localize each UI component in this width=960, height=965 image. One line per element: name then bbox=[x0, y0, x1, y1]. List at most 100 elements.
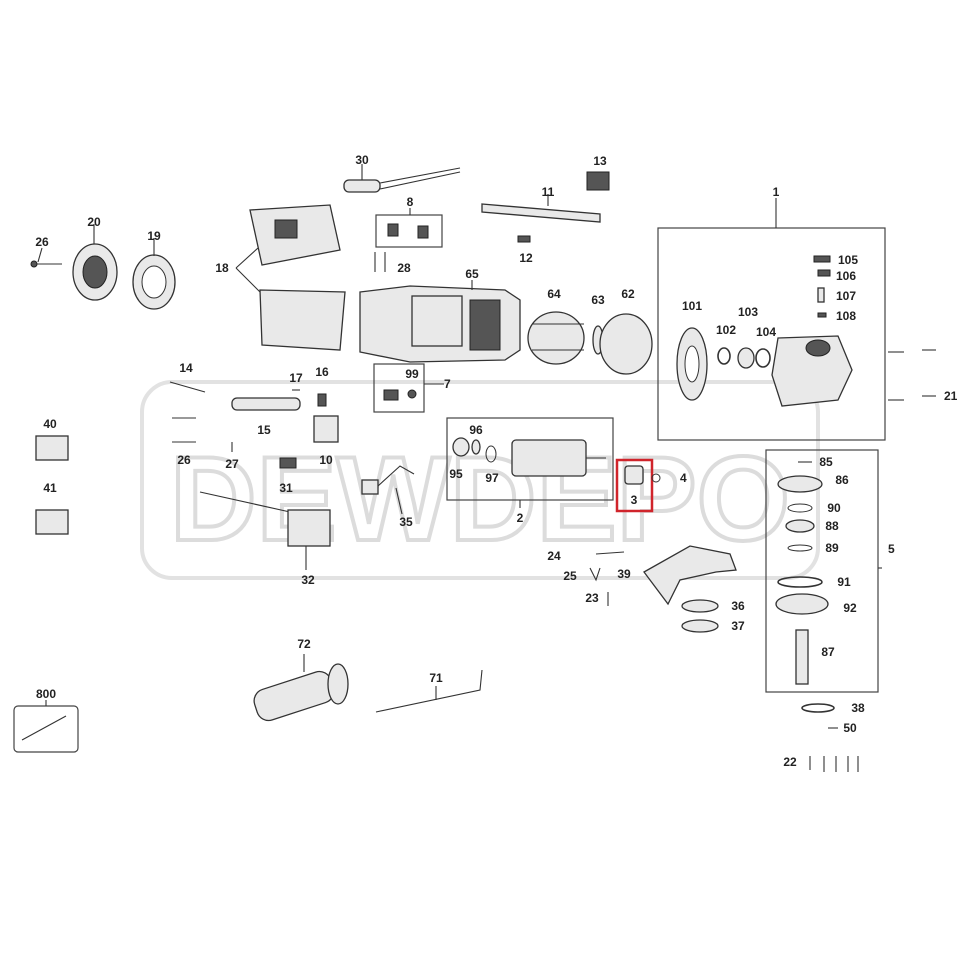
part-38-ring bbox=[801, 703, 835, 713]
part-41-label bbox=[35, 509, 69, 535]
label-105: 105 bbox=[838, 253, 858, 267]
part-64-armature bbox=[527, 311, 585, 365]
label-7: 7 bbox=[444, 377, 451, 391]
part-19-bearing-cover bbox=[132, 254, 176, 310]
label-87: 87 bbox=[821, 645, 835, 659]
part-71-hex-key bbox=[375, 669, 483, 713]
label-86: 86 bbox=[835, 473, 849, 487]
label-10: 10 bbox=[319, 453, 333, 467]
label-31: 31 bbox=[279, 481, 293, 495]
part-37-nut bbox=[681, 619, 719, 633]
label-30: 30 bbox=[355, 153, 369, 167]
part-21-screws bbox=[888, 349, 936, 401]
group-box-7 bbox=[373, 363, 425, 413]
part-31-clip bbox=[279, 457, 297, 469]
label-96: 96 bbox=[469, 423, 483, 437]
label-28: 28 bbox=[397, 261, 411, 275]
part-101-fan bbox=[676, 327, 708, 401]
part-102-clip bbox=[717, 347, 731, 365]
label-5: 5 bbox=[888, 542, 895, 556]
part-91-ring bbox=[777, 576, 823, 588]
part-20-end-cap bbox=[72, 243, 118, 301]
label-1: 1 bbox=[773, 185, 780, 199]
label-97: 97 bbox=[485, 471, 499, 485]
label-35: 35 bbox=[399, 515, 413, 529]
label-23: 23 bbox=[585, 591, 599, 605]
part-12-spring bbox=[517, 235, 531, 243]
label-90: 90 bbox=[827, 501, 841, 515]
part-36-flange bbox=[681, 599, 719, 613]
label-108: 108 bbox=[836, 309, 856, 323]
part-88-bearing bbox=[785, 519, 815, 533]
label-92: 92 bbox=[843, 601, 857, 615]
part-14-pin bbox=[169, 381, 206, 393]
part-90-ring bbox=[787, 503, 813, 513]
label-101: 101 bbox=[682, 299, 702, 313]
label-71: 71 bbox=[429, 671, 443, 685]
group-box-8 bbox=[375, 214, 443, 248]
label-104: 104 bbox=[756, 325, 776, 339]
part-62-baffle bbox=[599, 313, 653, 375]
label-24: 24 bbox=[547, 549, 561, 563]
part-24-pin bbox=[595, 551, 625, 555]
watermark: DEWDEPO bbox=[140, 380, 820, 580]
label-4: 4 bbox=[680, 471, 687, 485]
part-26-screw-lower bbox=[172, 417, 196, 443]
label-95: 95 bbox=[449, 467, 463, 481]
part-35-wire bbox=[361, 465, 415, 495]
part-32-switch-module bbox=[199, 491, 331, 547]
label-11: 11 bbox=[542, 185, 555, 199]
label-85: 85 bbox=[819, 455, 833, 469]
part-labels: 1 2 3 4 5 7 8 10 11 12 13 14 15 16 17 18… bbox=[35, 153, 957, 769]
part-87-spindle bbox=[795, 629, 809, 685]
label-72: 72 bbox=[297, 637, 311, 651]
part-104-ring bbox=[755, 348, 771, 368]
part-22-screws bbox=[809, 756, 859, 772]
label-107: 107 bbox=[836, 289, 856, 303]
group-box-1 bbox=[657, 227, 886, 441]
label-26-lower: 26 bbox=[177, 453, 191, 467]
label-16: 16 bbox=[315, 365, 329, 379]
part-2-armature bbox=[511, 439, 606, 477]
label-91: 91 bbox=[837, 575, 851, 589]
watermark-text: DEWDEPO bbox=[170, 432, 790, 566]
part-15-rod bbox=[231, 397, 301, 411]
part-16-spring bbox=[317, 393, 327, 407]
part-8-brushes bbox=[387, 223, 429, 239]
part-89-washer bbox=[787, 544, 813, 552]
part-3-bearing bbox=[624, 465, 644, 485]
label-18: 18 bbox=[215, 261, 229, 275]
leader-lines bbox=[37, 164, 882, 706]
label-37: 37 bbox=[731, 619, 745, 633]
part-39-guard bbox=[643, 545, 737, 606]
label-8: 8 bbox=[407, 195, 414, 209]
part-95-bearing bbox=[452, 437, 470, 457]
part-72-side-handle bbox=[253, 663, 349, 722]
part-13-switch bbox=[586, 171, 610, 191]
part-40-label bbox=[35, 435, 69, 461]
part-103-washer bbox=[737, 347, 755, 369]
label-15: 15 bbox=[257, 423, 271, 437]
label-19: 19 bbox=[147, 229, 161, 243]
label-99: 99 bbox=[405, 367, 419, 381]
part-10-block bbox=[313, 415, 339, 443]
label-38: 38 bbox=[851, 701, 865, 715]
label-20: 20 bbox=[87, 215, 101, 229]
label-103: 103 bbox=[738, 305, 758, 319]
highlight-box-3 bbox=[615, 458, 654, 513]
part-30-cord bbox=[343, 167, 461, 193]
label-12: 12 bbox=[519, 251, 533, 265]
part-26-screw bbox=[30, 260, 62, 268]
label-800: 800 bbox=[36, 687, 56, 701]
part-28-screws bbox=[374, 252, 386, 272]
part-11-switch-rod bbox=[481, 203, 601, 223]
label-27: 27 bbox=[225, 457, 239, 471]
part-65-stator bbox=[359, 285, 521, 363]
label-89: 89 bbox=[825, 541, 839, 555]
label-64: 64 bbox=[547, 287, 561, 301]
label-17: 17 bbox=[289, 371, 303, 385]
label-3: 3 bbox=[631, 493, 638, 507]
label-106: 106 bbox=[836, 269, 856, 283]
part-18-motor-housing bbox=[249, 204, 346, 351]
label-36: 36 bbox=[731, 599, 745, 613]
